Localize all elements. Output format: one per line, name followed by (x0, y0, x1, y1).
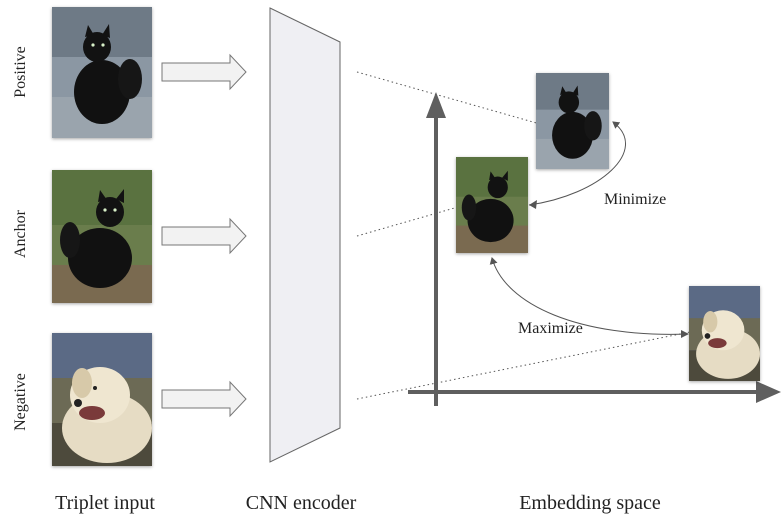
embedding-space-caption: Embedding space (519, 492, 661, 514)
input-arrow-negative (161, 380, 247, 418)
maximize-label: Maximize (518, 320, 583, 337)
cnn-encoder-shape (269, 7, 341, 463)
input-arrow-positive (161, 53, 247, 91)
projection-line-anchor (356, 206, 459, 237)
projection-line-positive (356, 71, 541, 125)
input-arrow-anchor (161, 217, 247, 255)
y-axis-arrowhead (426, 92, 446, 118)
minimize-curve (528, 121, 626, 206)
minimize-label: Minimize (604, 191, 667, 208)
triplet-input-caption: Triplet input (55, 492, 155, 514)
embedded-positive-photo (536, 73, 609, 169)
maximize-curve (489, 257, 689, 335)
projection-line-negative (356, 331, 691, 400)
anchor-cat-photo (52, 170, 152, 303)
maximize-curve-start-head (681, 330, 689, 338)
negative-dog-photo (52, 333, 152, 466)
embedded-anchor-photo (456, 157, 528, 253)
minimize-curve-start-head (529, 200, 537, 209)
x-axis-arrowhead (756, 381, 781, 403)
positive-cat-photo (52, 7, 152, 138)
cnn-encoder-caption: CNN encoder (245, 492, 357, 514)
embedded-negative-photo (689, 286, 760, 381)
